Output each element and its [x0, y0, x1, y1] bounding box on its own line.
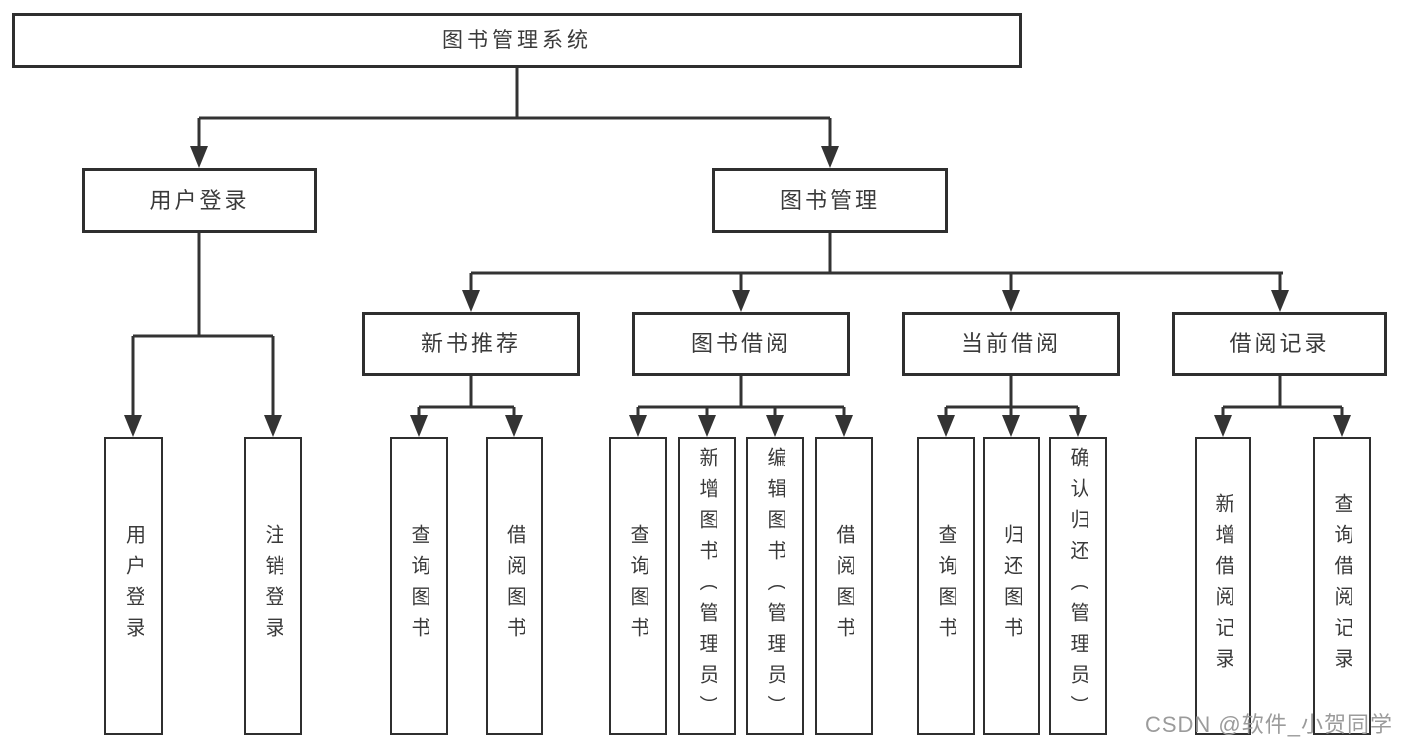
node-library-management-system: 图书管理系统 [12, 13, 1022, 68]
leaf-add-borrow-record-label: 新增借阅记录 [1213, 493, 1233, 679]
arrowhead-icon [835, 415, 853, 437]
leaf-borrowing-borrow-book: 借阅图书 [815, 437, 873, 735]
leaf-add-borrow-record: 新增借阅记录 [1195, 437, 1251, 735]
arrowhead-icon [629, 415, 647, 437]
node-user-login-module-label: 用户登录 [149, 187, 250, 213]
leaf-newbook-borrow-book-label: 借阅图书 [504, 524, 525, 648]
arrowhead-icon [410, 415, 428, 437]
csdn-watermark: CSDN @软件_小贺同学 [1144, 712, 1393, 737]
arrowhead-icon [1271, 290, 1289, 312]
leaf-user-login: 用户登录 [104, 437, 163, 735]
leaf-logout: 注销登录 [244, 437, 302, 735]
leaf-current-query-book-label: 查询图书 [936, 524, 956, 648]
leaf-edit-book-admin-label: 编辑图书（管理员） [765, 446, 785, 726]
arrowhead-icon [1214, 415, 1232, 437]
arrowhead-icon [1333, 415, 1351, 437]
leaf-confirm-return-admin: 确认归还（管理员） [1049, 437, 1107, 735]
leaf-borrowing-borrow-book-label: 借阅图书 [834, 524, 854, 648]
leaf-current-query-book: 查询图书 [917, 437, 975, 735]
node-book-borrowing-label: 图书借阅 [690, 331, 791, 356]
arrowhead-icon [766, 415, 784, 437]
arrowhead-icon [1069, 415, 1087, 437]
leaf-confirm-return-admin-label: 确认归还（管理员） [1068, 446, 1088, 726]
arrowhead-icon [821, 146, 839, 168]
arrowhead-icon [1002, 290, 1020, 312]
leaf-query-borrow-record-label: 查询借阅记录 [1332, 493, 1352, 679]
leaf-add-book-admin-label: 新增图书（管理员） [697, 446, 717, 726]
leaf-borrowing-query-book: 查询图书 [609, 437, 667, 735]
arrowhead-icon [505, 415, 523, 437]
leaf-newbook-borrow-book: 借阅图书 [486, 437, 543, 735]
node-borrowing-records: 借阅记录 [1172, 312, 1387, 376]
arrowhead-icon [264, 415, 282, 437]
arrowhead-icon [462, 290, 480, 312]
node-borrowing-records-label: 借阅记录 [1229, 331, 1330, 356]
leaf-user-login-label: 用户登录 [123, 524, 144, 648]
leaf-newbook-query-book: 查询图书 [390, 437, 448, 735]
node-current-borrowing: 当前借阅 [902, 312, 1120, 376]
arrowhead-icon [937, 415, 955, 437]
leaf-return-book: 归还图书 [983, 437, 1040, 735]
node-book-management-module: 图书管理 [712, 168, 948, 233]
leaf-query-borrow-record: 查询借阅记录 [1313, 437, 1371, 735]
leaf-borrowing-query-book-label: 查询图书 [628, 524, 648, 648]
node-user-login-module: 用户登录 [82, 168, 317, 233]
arrowhead-icon [732, 290, 750, 312]
node-book-management-module-label: 图书管理 [779, 187, 880, 213]
leaf-logout-label: 注销登录 [263, 524, 283, 648]
leaf-edit-book-admin: 编辑图书（管理员） [746, 437, 804, 735]
leaf-newbook-query-book-label: 查询图书 [409, 524, 429, 648]
node-new-book-recommendation: 新书推荐 [362, 312, 580, 376]
node-current-borrowing-label: 当前借阅 [960, 331, 1061, 356]
node-new-book-recommendation-label: 新书推荐 [420, 331, 521, 356]
leaf-add-book-admin: 新增图书（管理员） [678, 437, 736, 735]
leaf-return-book-label: 归还图书 [1001, 524, 1022, 648]
node-library-management-system-label: 图书管理系统 [442, 29, 592, 52]
arrowhead-icon [190, 146, 208, 168]
node-book-borrowing: 图书借阅 [632, 312, 850, 376]
arrowhead-icon [698, 415, 716, 437]
arrowhead-icon [1002, 415, 1020, 437]
arrowhead-icon [124, 415, 142, 437]
